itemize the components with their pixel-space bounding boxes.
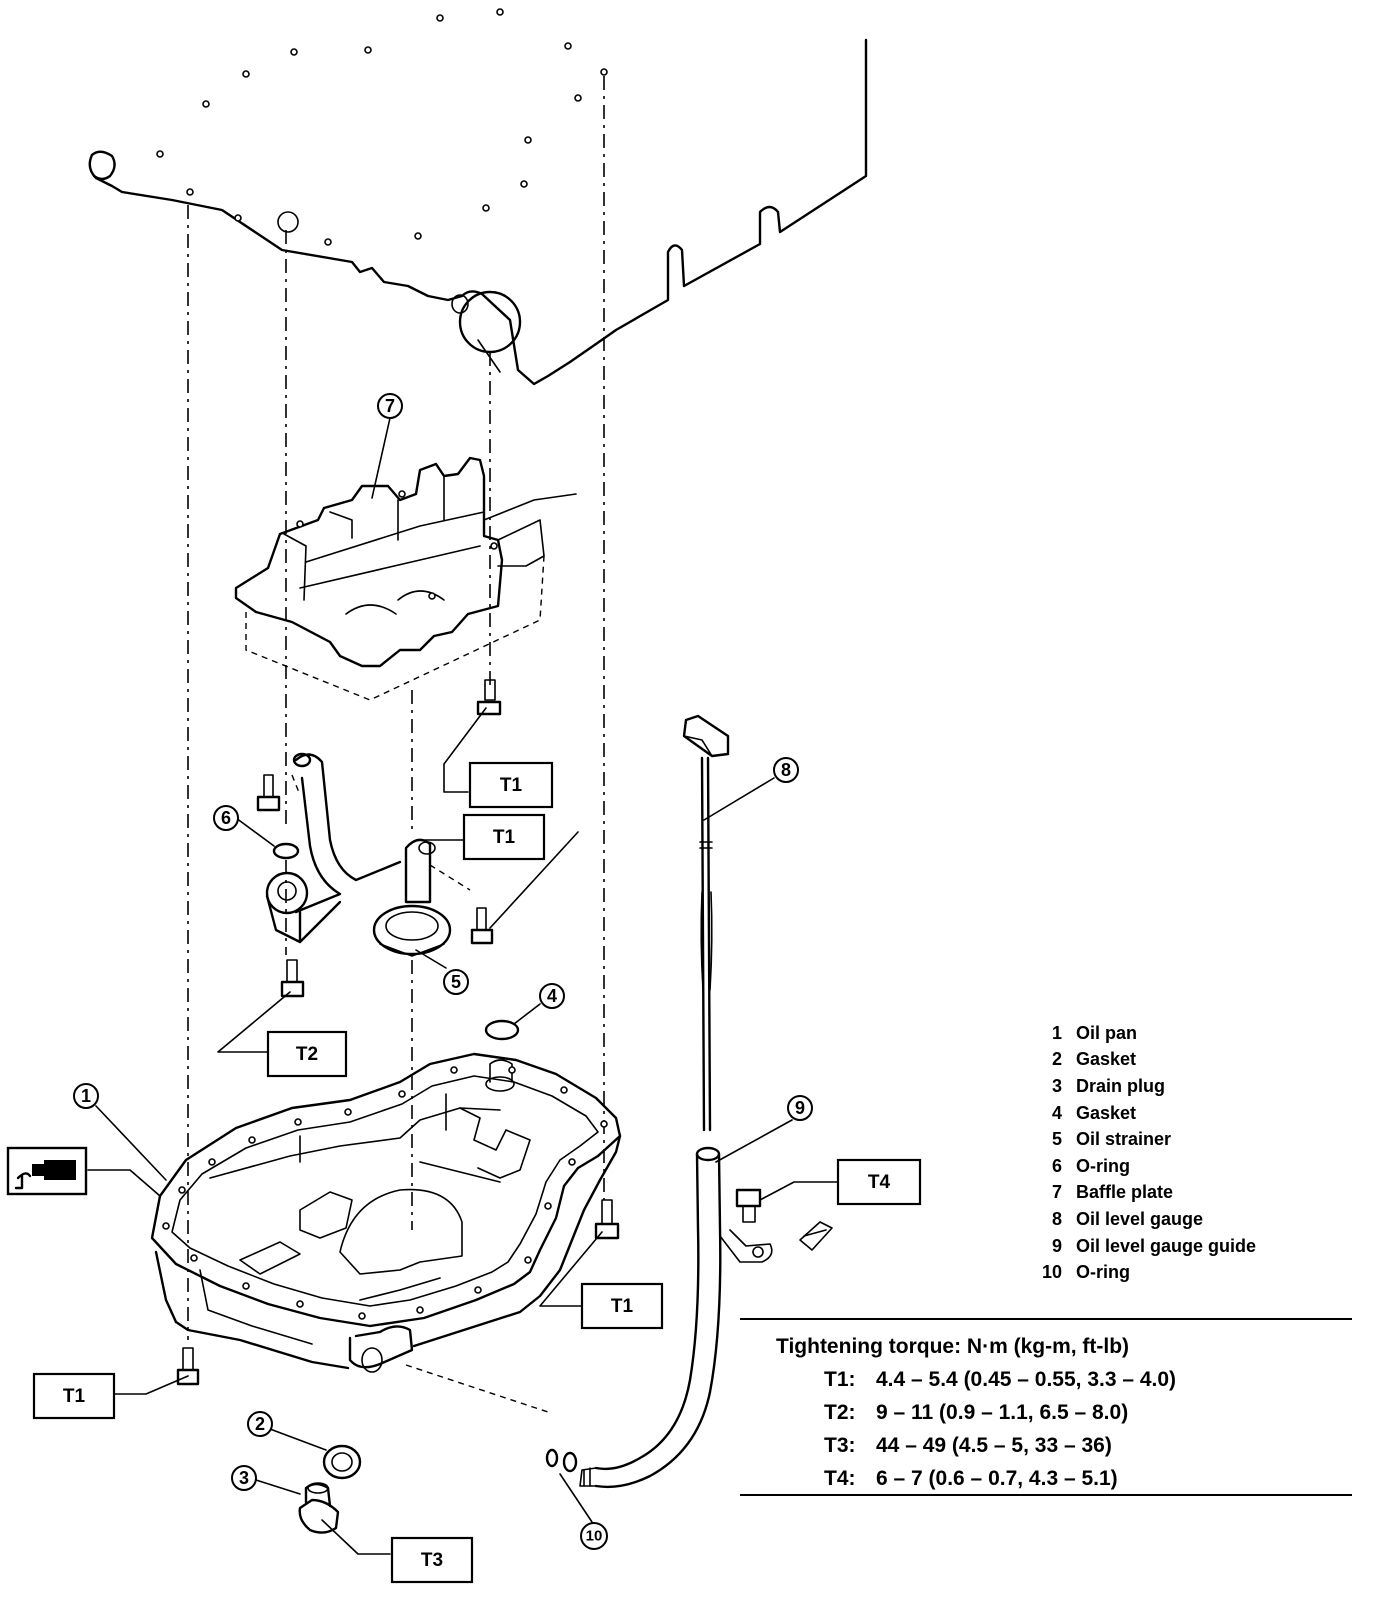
engine-block-outline (88, 8, 868, 386)
callout-10: 10 (580, 1522, 608, 1550)
torque-box-t1-b: T1 (462, 813, 546, 861)
sealant-icon (6, 1146, 88, 1196)
bolt-pan-right (594, 1199, 620, 1240)
bolt-strainer-left (256, 774, 281, 812)
svg-text:2: 2 (255, 1414, 265, 1434)
bolt-strainer-t2 (280, 959, 305, 998)
callout-3: 3 (231, 1465, 257, 1491)
oil-pan (150, 1052, 622, 1373)
svg-text:T1: T1 (500, 775, 523, 796)
oil-level-gauge-guide (579, 1146, 833, 1489)
svg-text:1: 1 (81, 1086, 91, 1106)
torque-box-t1-a: T1 (468, 761, 554, 809)
svg-text:T4: T4 (868, 1172, 891, 1193)
callout-6: 6 (213, 805, 239, 831)
svg-text:T1: T1 (611, 1296, 634, 1317)
callout-1: 1 (73, 1083, 99, 1109)
drain-gasket (322, 1444, 362, 1480)
torque-box-t4: T4 (836, 1158, 922, 1206)
torque-rule-bottom (740, 1494, 1352, 1496)
baffle-plate (234, 456, 577, 701)
callout-9: 9 (787, 1095, 813, 1121)
svg-text:5: 5 (451, 972, 461, 992)
svg-text:10: 10 (586, 1528, 603, 1545)
callout-8: 8 (773, 757, 799, 783)
torque-row: T2:9 – 11 (0.9 – 1.1, 6.5 – 8.0) (824, 1400, 1129, 1424)
torque-row: T1:4.4 – 5.4 (0.45 – 0.55, 3.3 – 4.0) (824, 1367, 1177, 1391)
svg-text:9: 9 (795, 1098, 805, 1118)
oil-level-gauge (682, 714, 730, 1132)
torque-title: Tightening torque: N·m (kg-m, ft-lb) (776, 1335, 1130, 1358)
torque-box-t3: T3 (390, 1536, 474, 1584)
bolts (176, 679, 762, 1386)
svg-text:T2: T2 (296, 1044, 318, 1065)
callout-2: 2 (247, 1411, 273, 1437)
svg-text:8: 8 (781, 760, 791, 780)
torque-row: T3:44 – 49 (4.5 – 5, 33 – 36) (824, 1433, 1112, 1457)
torque-box-t1-d: T1 (32, 1372, 116, 1420)
bolt-baffle-t1 (476, 679, 502, 716)
bolt-pan-left (176, 1347, 200, 1386)
alignment-lines (187, 76, 605, 1413)
torque-rule-top (740, 1318, 1352, 1320)
callout-5: 5 (443, 969, 469, 995)
block-bolt-holes (156, 8, 608, 246)
o-ring-strainer (272, 842, 300, 860)
svg-text:T1: T1 (493, 827, 516, 848)
pan-flange-holes (162, 1066, 608, 1320)
o-ring-guide (545, 1448, 578, 1473)
bolt-gauge-t4 (735, 1188, 762, 1223)
bolt-strainer-right (470, 907, 494, 945)
svg-text:T1: T1 (63, 1386, 86, 1407)
svg-text:T3: T3 (421, 1550, 443, 1571)
drain-plug (298, 1482, 340, 1534)
oil-strainer (265, 752, 452, 957)
callout-7: 7 (377, 393, 403, 419)
torque-box-t1-c: T1 (580, 1282, 664, 1330)
torque-spec-table: Tightening torque: N·m (kg-m, ft-lb) T1:… (740, 1335, 1340, 1495)
torque-box-t2: T2 (266, 1030, 348, 1078)
gasket-top (484, 1019, 520, 1041)
svg-text:4: 4 (547, 986, 557, 1006)
torque-row: T4:6 – 7 (0.6 – 0.7, 4.3 – 5.1) (824, 1466, 1118, 1490)
svg-text:6: 6 (221, 808, 231, 828)
svg-text:3: 3 (239, 1468, 249, 1488)
leader-lines (87, 417, 839, 1555)
svg-text:7: 7 (385, 396, 395, 416)
callout-4: 4 (539, 983, 565, 1009)
